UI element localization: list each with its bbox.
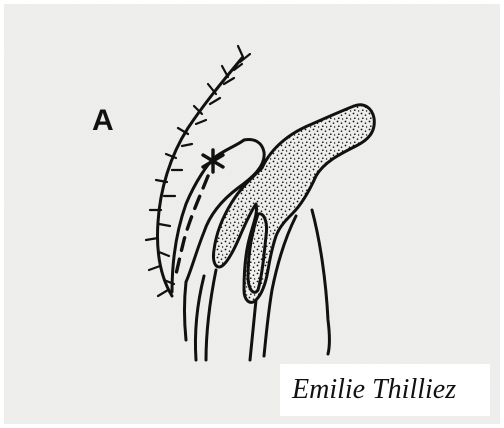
left-stalk — [185, 282, 187, 340]
panel-label: A — [92, 106, 114, 136]
artist-signature: Emilie Thilliez — [292, 376, 456, 404]
